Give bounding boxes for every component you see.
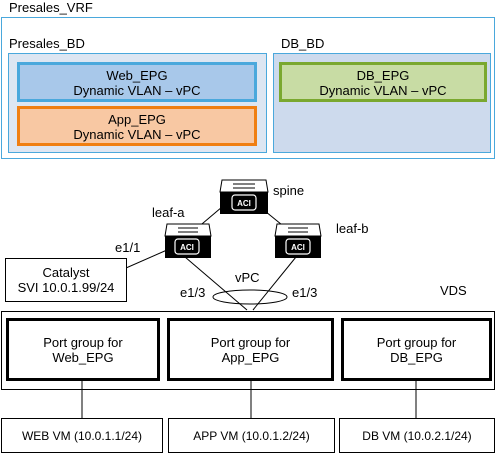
- vm-app: APP VM (10.0.1.2/24): [168, 418, 335, 453]
- catalyst-name: Catalyst: [42, 265, 90, 280]
- port-group-app: Port group for App_EPG: [167, 318, 334, 381]
- vpc-ellipse: [212, 289, 288, 305]
- bridge-domain-presales-label: Presales_BD: [9, 36, 85, 51]
- link-label-leaf-a-vds: e1/3: [180, 285, 206, 300]
- epg-web-vlan: Dynamic VLAN – vPC: [73, 83, 201, 98]
- leaf-b-aci-badge: ACI: [291, 243, 305, 252]
- vpc-label: vPC: [235, 270, 260, 285]
- epg-web: Web_EPG Dynamic VLAN – vPC: [17, 62, 257, 102]
- link-label-leaf-b-vds: e1/3: [292, 285, 318, 300]
- leaf-a-label: leaf-a: [152, 205, 185, 220]
- epg-app: App_EPG Dynamic VLAN – vPC: [17, 106, 257, 146]
- leaf-b-switch-icon: ACI: [274, 223, 322, 258]
- leaf-b-label: leaf-b: [336, 221, 369, 236]
- epg-db: DB_EPG Dynamic VLAN – vPC: [279, 62, 487, 102]
- port-group-db: Port group for DB_EPG: [341, 318, 492, 381]
- leaf-a-switch-icon: ACI: [164, 223, 212, 258]
- port-group-web-line1: Port group for: [43, 335, 123, 350]
- vrf-label: Presales_VRF: [9, 0, 93, 15]
- epg-db-name: DB_EPG: [356, 68, 410, 83]
- vm-db: DB VM (10.0.2.1/24): [339, 418, 495, 453]
- link-leaf-b-vds: [252, 256, 297, 311]
- port-group-db-line2: DB_EPG: [390, 350, 443, 365]
- epg-db-vlan: Dynamic VLAN – vPC: [319, 83, 447, 98]
- vds-label: VDS: [440, 283, 467, 298]
- port-group-app-line1: Port group for: [210, 335, 291, 350]
- link-leaf-a-catalyst: [125, 249, 168, 269]
- link-label-leaf-a-catalyst: e1/1: [115, 240, 141, 255]
- link-leaf-a-vds: [184, 256, 248, 311]
- spine-aci-badge: ACI: [237, 199, 251, 208]
- port-group-app-line2: App_EPG: [221, 350, 280, 365]
- epg-web-name: Web_EPG: [106, 68, 168, 83]
- vm-db-label: DB VM (10.0.2.1/24): [362, 429, 472, 443]
- catalyst-svi: SVI 10.0.1.99/24: [17, 280, 115, 295]
- vm-app-label: APP VM (10.0.1.2/24): [193, 429, 310, 443]
- epg-app-name: App_EPG: [108, 112, 166, 127]
- vds-container: [1, 311, 495, 390]
- spine-label: spine: [273, 183, 305, 198]
- port-group-db-line1: Port group for: [376, 335, 457, 350]
- bridge-domain-db-label: DB_BD: [281, 36, 325, 51]
- spine-switch-icon: ACI: [219, 179, 269, 214]
- catalyst-switch: Catalyst SVI 10.0.1.99/24: [5, 258, 127, 302]
- leaf-a-aci-badge: ACI: [180, 243, 194, 252]
- epg-app-vlan: Dynamic VLAN – vPC: [73, 127, 201, 142]
- vm-web: WEB VM (10.0.1.1/24): [1, 418, 163, 453]
- vm-web-label: WEB VM (10.0.1.1/24): [21, 429, 143, 443]
- port-group-web: Port group for Web_EPG: [6, 318, 160, 381]
- port-group-web-line2: Web_EPG: [52, 350, 114, 365]
- vrf-container: [1, 17, 495, 159]
